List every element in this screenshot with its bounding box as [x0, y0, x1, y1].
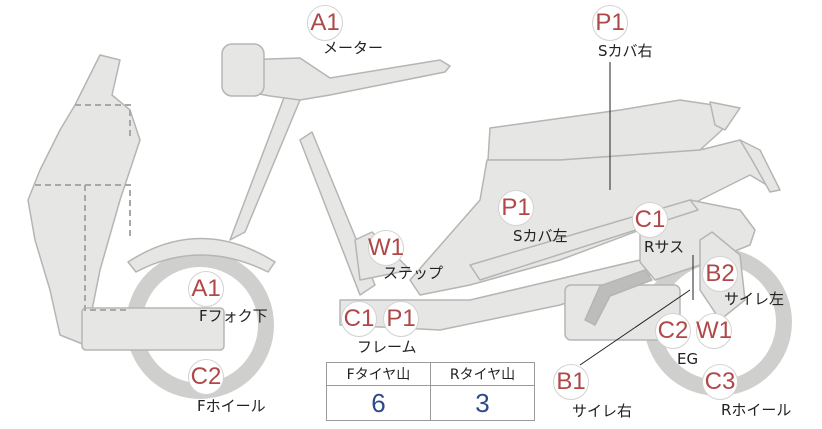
muffler-shape [584, 269, 653, 326]
front-tire-header: Fタイヤ山 [326, 362, 431, 386]
front-fork-shape [229, 94, 301, 241]
headlight-shape [221, 43, 265, 97]
part-badge-frame: P1 [383, 301, 419, 337]
part-badge-frame-c1: C1 [341, 301, 377, 337]
part-badge-rwheel: C3 [702, 364, 738, 400]
part-badge-eg-w1: W1 [696, 313, 732, 349]
handlebar-shape [237, 57, 451, 101]
part-badge-rsus: C1 [632, 202, 668, 238]
rear-tire-header: Rタイヤ山 [430, 362, 535, 386]
tire-tread-header-row: Fタイヤ山 Rタイヤ山 [326, 362, 535, 386]
part-label-scover-left: Sカバ左 [513, 227, 568, 245]
part-label-rsus: Rサス [644, 238, 685, 256]
tire-tread-value-row: 6 3 [326, 385, 535, 421]
part-label-frame: フレーム [357, 338, 417, 356]
part-badge-eg-c2: C2 [655, 313, 691, 349]
part-badge-silencer-right: B1 [553, 364, 589, 400]
leader-eg [579, 289, 691, 366]
front-fork-bottom [81, 307, 225, 351]
part-label-silencer-left: サイレ左 [724, 290, 785, 308]
part-badge-scover-left: P1 [498, 190, 534, 226]
part-badge-fwheel: C2 [188, 359, 224, 395]
front-fender-shape [127, 237, 276, 273]
part-badge-meter: A1 [307, 5, 343, 41]
part-label-ffork-lower: Fフォク下 [199, 307, 268, 325]
tire-tread-table: Fタイヤ山 Rタイヤ山 6 3 [326, 362, 535, 421]
part-badge-silencer-left: B2 [702, 256, 738, 292]
part-label-step: ステップ [383, 264, 444, 282]
part-label-meter: メーター [323, 39, 384, 57]
part-label-rwheel: Rホイール [721, 401, 792, 419]
part-badge-ffork-lower: A1 [188, 271, 224, 307]
legshield-dash-v [84, 185, 130, 311]
part-label-scover-right: Sカバ右 [598, 42, 653, 60]
part-badge-scover-right: P1 [592, 5, 628, 41]
part-label-silencer-right: サイレ右 [572, 402, 633, 420]
rear-tire-value: 3 [430, 385, 535, 421]
tail-light-shape [709, 101, 741, 131]
legshield-dash-top [75, 104, 131, 140]
part-label-fwheel: Fホイール [197, 397, 266, 415]
legshield-dash-mid [35, 184, 131, 240]
part-label-eg: EG [677, 350, 699, 368]
part-badge-step: W1 [368, 230, 404, 266]
front-tire-value: 6 [326, 385, 431, 421]
rear-carrier-shape [739, 139, 781, 193]
